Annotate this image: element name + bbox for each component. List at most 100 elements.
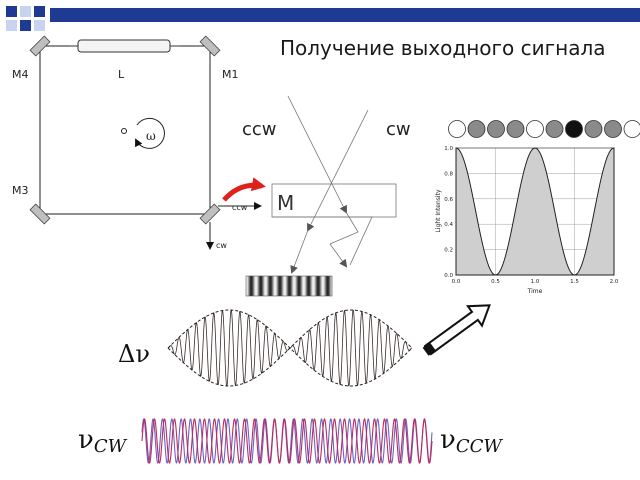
rotation-arrow bbox=[135, 117, 165, 149]
intensity-circles bbox=[448, 120, 640, 138]
fringe-band bbox=[258, 276, 260, 296]
fringe-band bbox=[286, 276, 288, 296]
fringe-band bbox=[272, 276, 274, 296]
corner-square bbox=[34, 6, 45, 17]
fringe-band bbox=[303, 276, 305, 296]
fringe-band bbox=[273, 276, 275, 296]
fringe-band bbox=[324, 276, 326, 296]
ring-laser: ω M4 L M1 M3 ccw cw bbox=[12, 35, 266, 250]
ccw-waveform bbox=[141, 418, 433, 464]
fringe-band bbox=[325, 276, 327, 296]
fringe-band bbox=[312, 276, 314, 296]
intensity-circle bbox=[545, 120, 564, 138]
fringe-band bbox=[280, 276, 282, 296]
interference-fringes bbox=[245, 275, 333, 297]
cw-waveform bbox=[141, 418, 433, 464]
title-bar bbox=[50, 8, 640, 22]
beat-label: Δν bbox=[118, 340, 150, 368]
fringe-band bbox=[297, 276, 299, 296]
fringe-band bbox=[260, 276, 262, 296]
mirror-m3 bbox=[29, 203, 51, 225]
chart-x-tick-label: 1.0 bbox=[531, 279, 540, 285]
cw-output-label: cw bbox=[216, 241, 227, 250]
corner-square bbox=[20, 20, 31, 31]
fringe-band bbox=[252, 276, 254, 296]
combiner-m-label: M bbox=[277, 191, 294, 215]
fringe-band bbox=[267, 276, 269, 296]
chart-y-axis-label: Light Intensity bbox=[435, 189, 442, 232]
fringe-band bbox=[254, 276, 256, 296]
fringe-band bbox=[248, 276, 250, 296]
fringe-band bbox=[247, 276, 249, 296]
fringe-band bbox=[322, 276, 324, 296]
fringe-band bbox=[271, 276, 273, 296]
fringe-band bbox=[276, 276, 278, 296]
intensity-circle bbox=[604, 120, 622, 138]
intensity-circle bbox=[565, 120, 583, 138]
fringe-band bbox=[278, 276, 280, 296]
fringe-band bbox=[296, 276, 298, 296]
corner-square bbox=[34, 20, 45, 31]
omega-label: ω bbox=[146, 129, 156, 143]
fringe-band bbox=[274, 276, 276, 296]
fringe-band bbox=[291, 276, 293, 296]
nu-ccw-label: νCCW bbox=[440, 425, 503, 457]
fringe-band bbox=[315, 276, 317, 296]
chart-y-tick-label: 0.6 bbox=[444, 197, 453, 203]
fringe-band bbox=[314, 276, 316, 296]
chart-y-tick-label: 0.0 bbox=[444, 273, 453, 279]
chart-x-tick-label: 1.5 bbox=[570, 279, 579, 285]
fringe-band bbox=[308, 276, 310, 296]
intensity-circle bbox=[448, 120, 466, 138]
laser-tube bbox=[77, 39, 171, 53]
fringe-band bbox=[293, 276, 295, 296]
fringe-band bbox=[311, 276, 313, 296]
outline-arrow-tail bbox=[422, 342, 436, 356]
corner-square bbox=[20, 6, 31, 17]
intensity-area-series bbox=[455, 147, 615, 276]
beam-segment bbox=[329, 243, 348, 268]
fringe-band bbox=[298, 276, 300, 296]
fringe-band bbox=[300, 276, 302, 296]
fringe-band bbox=[257, 276, 259, 296]
corner-square bbox=[6, 20, 17, 31]
fringe-band bbox=[282, 276, 284, 296]
label-m1: M1 bbox=[222, 68, 239, 81]
nu-cw-label: νCW bbox=[78, 425, 128, 457]
fringe-band bbox=[320, 276, 322, 296]
beam-combiner: ccw cw M bbox=[242, 95, 411, 297]
fringe-band bbox=[266, 276, 268, 296]
ccw-incoming-beam bbox=[287, 95, 347, 214]
fringe-band bbox=[290, 276, 292, 296]
combiner-wedge bbox=[272, 216, 373, 266]
beat-signal: Δν bbox=[118, 309, 413, 387]
intensity-circle bbox=[584, 120, 603, 138]
fringe-band bbox=[309, 276, 311, 296]
fringe-band bbox=[328, 276, 330, 296]
frequency-waves: νCW νCCW bbox=[78, 418, 503, 464]
fringe-band bbox=[268, 276, 270, 296]
beam-segment bbox=[329, 231, 359, 245]
fringe-band bbox=[263, 276, 265, 296]
fringe-band bbox=[246, 276, 248, 296]
fringe-band bbox=[295, 276, 297, 296]
fringe-band bbox=[264, 276, 266, 296]
fringe-band bbox=[326, 276, 328, 296]
fringe-band bbox=[306, 276, 308, 296]
fringe-band bbox=[330, 276, 332, 296]
chart-y-tick-label: 1.0 bbox=[444, 146, 453, 152]
fringe-band bbox=[319, 276, 321, 296]
fringe-band bbox=[284, 276, 286, 296]
fringe-band bbox=[289, 276, 291, 296]
fringe-band bbox=[285, 276, 287, 296]
mirror-m1 bbox=[199, 35, 221, 57]
fringe-band bbox=[299, 276, 301, 296]
fringe-band bbox=[283, 276, 285, 296]
intensity-circle bbox=[623, 120, 640, 138]
rotation-center bbox=[121, 128, 127, 134]
corner-square bbox=[6, 6, 17, 17]
outline-arrow bbox=[422, 304, 491, 356]
